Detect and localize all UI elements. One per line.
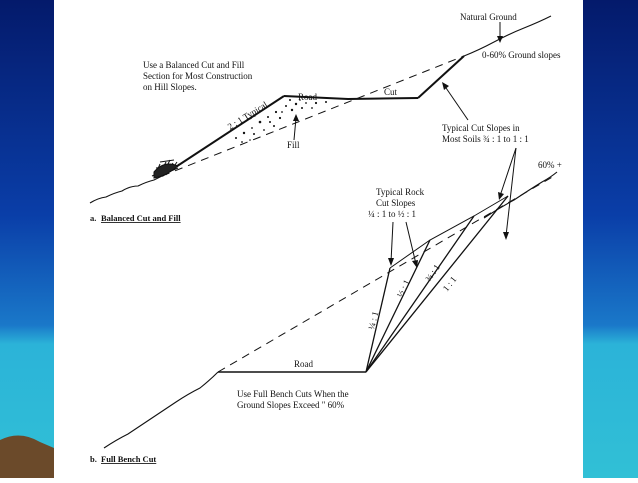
road-label-b: Road bbox=[294, 359, 313, 369]
cut-label: Cut bbox=[384, 87, 398, 97]
road-surface-a bbox=[283, 95, 419, 101]
fill-arrow bbox=[293, 117, 297, 141]
rock-line-1: Typical Rock bbox=[376, 187, 425, 197]
slope-quarter-label: ¼ : 1 bbox=[366, 310, 380, 330]
diagram-panel: Natural Ground 0-60% Ground slopes Use a… bbox=[54, 0, 583, 478]
sixty-plus-label: 60% + bbox=[538, 160, 562, 170]
brush-pile bbox=[151, 159, 180, 179]
cut-slope-line bbox=[417, 55, 465, 99]
cut-slope-arrow bbox=[443, 84, 469, 121]
cut-slope-fan bbox=[365, 195, 509, 373]
natural-ground-label: Natural Ground bbox=[460, 12, 517, 22]
ground-line-b-lower bbox=[103, 371, 219, 449]
caption-a-prefix: a. bbox=[90, 213, 96, 223]
ground-line-b-upper bbox=[483, 171, 558, 219]
slope-half-label: ½ : 1 bbox=[395, 278, 412, 299]
rock-arrow-2 bbox=[405, 221, 417, 265]
typical-cut-line-2: Most Soils ¾ : 1 to 1 : 1 bbox=[442, 134, 529, 144]
road-label-a: Road bbox=[298, 92, 317, 102]
right-side-bar bbox=[583, 0, 638, 478]
slope-diagram: Natural Ground 0-60% Ground slopes Use a… bbox=[89, 12, 562, 464]
fill-slope-line bbox=[161, 95, 285, 177]
caption-b-prefix: b. bbox=[90, 454, 97, 464]
caption-a: Balanced Cut and Fill bbox=[101, 213, 181, 223]
fill-label: Fill bbox=[287, 140, 300, 150]
note-line-2: Section for Most Construction bbox=[143, 71, 253, 81]
ground-slopes-label: 0-60% Ground slopes bbox=[482, 50, 561, 60]
typical-slope-label: 2 : 1 Typical bbox=[226, 99, 270, 132]
slope-one-label: 1 : 1 bbox=[441, 274, 459, 293]
cut-arrow-b-2 bbox=[505, 147, 517, 237]
left-side-bar bbox=[0, 0, 54, 478]
ground-line-a-lower bbox=[89, 175, 163, 204]
caption-b: Full Bench Cut bbox=[101, 454, 156, 464]
rock-line-3: ¼ : 1 to ½ : 1 bbox=[368, 209, 416, 219]
fill-texture bbox=[235, 99, 327, 143]
note-line-1: Use a Balanced Cut and Fill bbox=[143, 60, 245, 70]
rock-arrow-1 bbox=[390, 221, 394, 263]
brown-ground-shape bbox=[0, 435, 54, 478]
rock-line-2: Cut Slopes bbox=[376, 198, 416, 208]
bench-line-2: Ground Slopes Exceed " 60% bbox=[237, 400, 345, 410]
ground-line-a-upper bbox=[463, 15, 552, 57]
cut-face-b bbox=[389, 195, 509, 269]
bench-line-1: Use Full Bench Cuts When the bbox=[237, 389, 349, 399]
typical-cut-line-1: Typical Cut Slopes in bbox=[442, 123, 520, 133]
cut-arrow-b-1 bbox=[499, 147, 517, 197]
note-line-3: on Hill Slopes. bbox=[143, 82, 197, 92]
original-ground-dashed-a bbox=[161, 55, 465, 177]
